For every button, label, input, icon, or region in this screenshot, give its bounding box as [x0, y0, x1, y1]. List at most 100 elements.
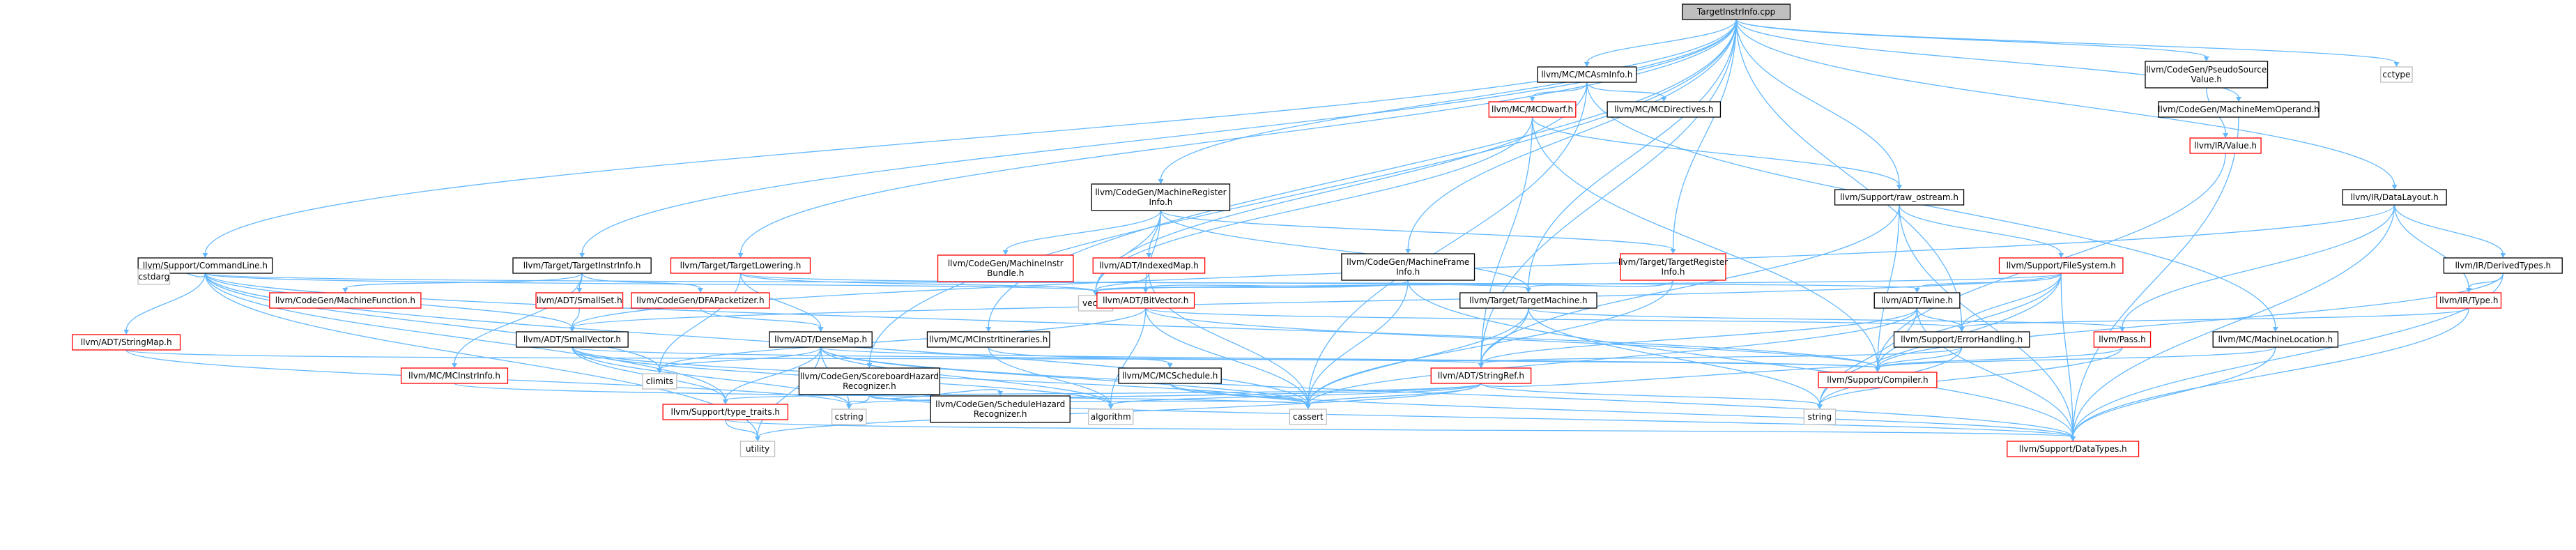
- edge-tlowering-to-densemap: [739, 273, 822, 328]
- edge-mmo-to-datatypes: [2072, 116, 2239, 438]
- edge-root-to-cctype: [1735, 19, 2398, 63]
- arrowhead-root-to-datalayout: [2391, 185, 2398, 190]
- node-llvm-adt-bitvector-h[interactable]: llvm/ADT/BitVector.h: [1096, 292, 1195, 309]
- node-targetinstrinfo-cpp[interactable]: TargetInstrInfo.cpp: [1682, 3, 1791, 20]
- node-llvm-adt-smallset-h[interactable]: llvm/ADT/SmallSet.h: [535, 292, 624, 309]
- node-label: cctype: [2382, 70, 2410, 79]
- edge-root-to-scoreboard: [868, 19, 1737, 365]
- edge-rawostream-to-datatypes: [1899, 204, 2073, 438]
- node-llvm-mc-machinelocation-h[interactable]: llvm/MC/MachineLocation.h: [2212, 331, 2339, 348]
- node-llvm-support-datatypes-h[interactable]: llvm/Support/DataTypes.h: [2007, 441, 2140, 457]
- edge-cmdline-to-typetraits: [204, 273, 726, 401]
- arrowhead-root-to-cctype: [2393, 62, 2400, 67]
- node-label: llvm/ADT/StringRef.h: [1438, 371, 1524, 381]
- arrowhead-stringref-to-algorithm: [1107, 404, 1114, 409]
- node-llvm-target-targetlowering-h[interactable]: llvm/Target/TargetLowering.h: [670, 257, 811, 274]
- edge-errhandling-to-stringref: [1480, 346, 1963, 365]
- edge-filesystem-to-errhandling: [1961, 273, 2062, 328]
- node-llvm-ir-datalayout-h[interactable]: llvm/IR/DataLayout.h: [2342, 189, 2447, 206]
- node-box: [2158, 101, 2320, 118]
- node-label: llvm/IR/Type.h: [2439, 296, 2498, 305]
- node-llvm-codegen-scoreboardhazard-recognizer-h[interactable]: llvm/CodeGen/ScoreboardHazardRecognizer.…: [798, 367, 941, 395]
- arrowhead-cmdline-to-twine: [1914, 288, 1920, 293]
- node-llvm-ir-type-h[interactable]: llvm/IR/Type.h: [2436, 292, 2502, 309]
- node-box: [2145, 61, 2269, 89]
- node-llvm-target-targetmachine-h[interactable]: llvm/Target/TargetMachine.h: [1459, 292, 1597, 309]
- edge-tii-to-dfa: [581, 273, 701, 289]
- node-box: [631, 292, 770, 309]
- node-box: [937, 254, 1074, 282]
- node-llvm-support-errorhandling-h[interactable]: llvm/Support/ErrorHandling.h: [1893, 331, 2030, 348]
- node-box: [798, 367, 941, 395]
- node-cassert: cassert: [1289, 408, 1327, 425]
- node-llvm-adt-smallvector-h[interactable]: llvm/ADT/SmallVector.h: [516, 331, 629, 348]
- node-llvm-codegen-machinefunction-h[interactable]: llvm/CodeGen/MachineFunction.h: [269, 292, 422, 309]
- node-label: Info.h: [1149, 197, 1172, 207]
- node-llvm-support-type-traits-h[interactable]: llvm/Support/type_traits.h: [662, 404, 789, 420]
- edge-densemap-to-climits: [659, 346, 822, 370]
- node-label: llvm/CodeGen/MachineInstr: [948, 259, 1064, 268]
- edge-smallset-to-smallvector: [572, 307, 580, 328]
- arrowhead-root-to-mmo: [2235, 97, 2241, 102]
- arrowhead-root-to-mfi: [1405, 249, 1411, 254]
- node-llvm-support-compiler-h[interactable]: llvm/Support/Compiler.h: [1818, 372, 1938, 388]
- edge-itin-to-mcschedule: [988, 346, 1171, 365]
- edge-layer: [123, 19, 2506, 441]
- node-llvm-adt-stringmap-h[interactable]: llvm/ADT/StringMap.h: [72, 334, 181, 351]
- edge-pass-to-compiler: [1877, 346, 2123, 369]
- node-layer: TargetInstrInfo.cpp llvm/MC/MCAsmInfo.h ll…: [72, 3, 2563, 457]
- node-box: [137, 268, 171, 285]
- node-llvm-mc-mcinstrinfo-h[interactable]: llvm/MC/MCInstrInfo.h: [400, 367, 509, 384]
- node-llvm-target-targetinstrinfo-h[interactable]: llvm/Target/TargetInstrInfo.h: [512, 257, 652, 274]
- edge-stringref-to-cstring: [848, 383, 1482, 406]
- node-llvm-support-raw-ostream-h[interactable]: llvm/Support/raw_ostream.h: [1834, 189, 1965, 206]
- node-box: [1430, 367, 1532, 384]
- edge-irtype-to-datatypes: [2072, 307, 2469, 438]
- node-llvm-mc-mcasminfo-h[interactable]: llvm/MC/MCAsmInfo.h: [1537, 66, 1637, 83]
- node-box: [1607, 101, 1722, 118]
- node-llvm-codegen-dfapacketizer-h[interactable]: llvm/CodeGen/DFAPacketizer.h: [631, 292, 770, 309]
- edge-asminfo-to-mloc: [1586, 82, 2276, 328]
- node-llvm-mc-mcdwarf-h[interactable]: llvm/MC/MCDwarf.h: [1488, 101, 1577, 118]
- node-llvm-codegen-machinememoperand-h[interactable]: llvm/CodeGen/MachineMemOperand.h: [2158, 101, 2320, 118]
- node-label: llvm/IR/DataLayout.h: [2350, 192, 2438, 202]
- node-label: string: [1808, 412, 1832, 422]
- node-cstring: cstring: [831, 408, 867, 425]
- node-llvm-mc-mcinstritineraries-h[interactable]: llvm/MC/MCInstrItineraries.h: [926, 331, 1050, 348]
- node-algorithm: algorithm: [1087, 408, 1134, 425]
- node-string: string: [1803, 408, 1837, 425]
- edge-bitvector-to-climits: [659, 307, 1147, 370]
- node-llvm-adt-twine-h[interactable]: llvm/ADT/Twine.h: [1873, 292, 1961, 309]
- node-llvm-support-commandline-h[interactable]: llvm/Support/CommandLine.h: [137, 257, 273, 274]
- arrowhead-stringref-to-string: [1816, 404, 1823, 409]
- node-label: cassert: [1293, 412, 1324, 422]
- arrowhead-dfa-to-densemap: [818, 327, 824, 332]
- arrowhead-mri-to-mib: [1002, 250, 1009, 255]
- node-label: llvm/CodeGen/ScheduleHazard: [935, 399, 1065, 409]
- node-llvm-ir-derivedtypes-h[interactable]: llvm/IR/DerivedTypes.h: [2443, 257, 2563, 274]
- node-label: utility: [746, 444, 769, 454]
- node-llvm-pass-h[interactable]: llvm/Pass.h: [2093, 331, 2152, 348]
- node-llvm-adt-indexedmap-h[interactable]: llvm/ADT/IndexedMap.h: [1092, 257, 1206, 274]
- arrowhead-root-to-tlowering: [737, 253, 744, 258]
- node-box: [930, 395, 1071, 423]
- node-box: [1092, 257, 1206, 274]
- node-label: Recognizer.h: [843, 381, 896, 391]
- node-llvm-adt-densemap-h[interactable]: llvm/ADT/DenseMap.h: [769, 331, 873, 348]
- node-llvm-mc-mcdirectives-h[interactable]: llvm/MC/MCDirectives.h: [1607, 101, 1722, 118]
- node-llvm-mc-mcschedule-h[interactable]: llvm/MC/MCSchedule.h: [1118, 367, 1222, 384]
- edge-datalayout-to-derivedtypes: [2393, 204, 2504, 254]
- node-llvm-adt-stringref-h[interactable]: llvm/ADT/StringRef.h: [1430, 367, 1532, 384]
- edge-tmachine-to-stringref: [1480, 307, 1529, 365]
- node-label: llvm/CodeGen/DFAPacketizer.h: [636, 296, 764, 305]
- node-llvm-support-filesystem-h[interactable]: llvm/Support/FileSystem.h: [1998, 257, 2124, 274]
- arrowhead-stringref-to-typetraits: [722, 399, 728, 404]
- node-llvm-ir-value-h[interactable]: llvm/IR/Value.h: [2189, 137, 2262, 154]
- edge-asminfo-to-mcdwarf: [1531, 82, 1588, 98]
